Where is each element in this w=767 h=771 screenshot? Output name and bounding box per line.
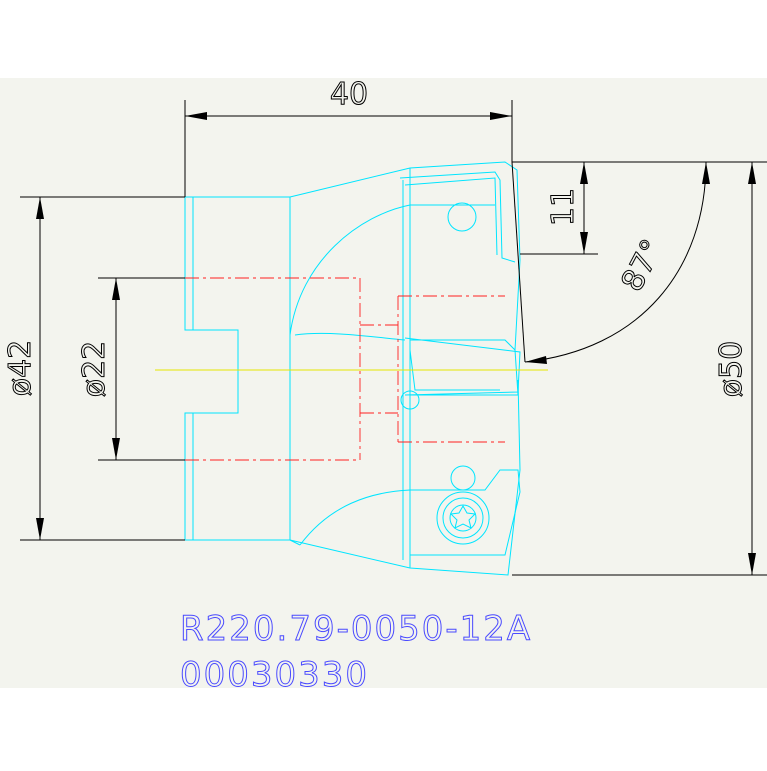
- hidden-lines: [185, 277, 505, 461]
- dimension-cutter-diameter-value: ø50: [714, 341, 749, 398]
- item-code-label: 00030330: [180, 655, 369, 695]
- dimension-cutter-diameter: ø50: [512, 161, 767, 576]
- dimension-length: 40: [184, 77, 513, 197]
- dimension-shank-diameter: ø42: [3, 196, 185, 541]
- paper-background: [0, 78, 767, 688]
- dimension-insert-height-value: 11: [546, 188, 581, 226]
- part-number-label: R220.79-0050-12A: [180, 609, 532, 649]
- dimension-bore-diameter-value: ø22: [77, 341, 112, 398]
- dimension-insert-height: 11: [520, 162, 598, 255]
- cutter-body-outline: [184, 161, 521, 576]
- dimension-bore-diameter: ø22: [77, 277, 185, 461]
- dimension-shank-diameter-value: ø42: [3, 340, 38, 397]
- dimension-length-value: 40: [330, 77, 368, 112]
